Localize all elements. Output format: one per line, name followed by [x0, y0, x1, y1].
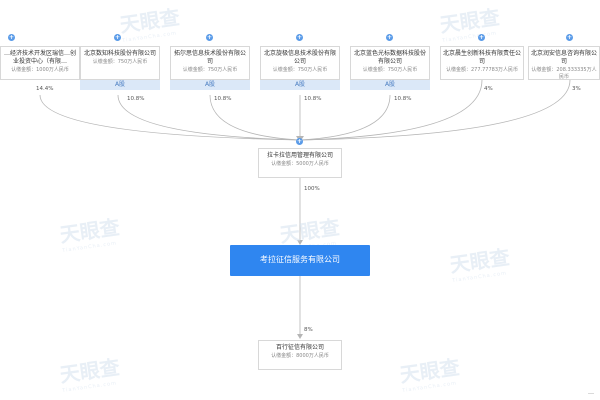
- expand-icon[interactable]: +: [478, 34, 485, 41]
- investee-node[interactable]: 百行征信有限公司认缴金额：8000万人民币: [258, 340, 342, 370]
- expand-icon[interactable]: +: [114, 34, 121, 41]
- share-percentage: 100%: [304, 186, 320, 192]
- share-percentage: 10.8%: [394, 96, 412, 102]
- expand-icon[interactable]: +: [8, 34, 15, 41]
- a-share-badge: A股: [260, 80, 340, 90]
- shareholder-node[interactable]: 北京蓝色光标数据科技股份有限公司认缴金额：750万人民币: [350, 46, 430, 80]
- share-percentage: 8%: [304, 327, 313, 333]
- share-percentage: 10.8%: [214, 96, 232, 102]
- expand-icon[interactable]: +: [566, 34, 573, 41]
- expand-icon[interactable]: +: [296, 138, 303, 145]
- expand-icon[interactable]: +: [206, 34, 213, 41]
- focus-company-node[interactable]: 考拉征信服务有限公司: [230, 245, 370, 276]
- shareholder-node[interactable]: 北京润安信息咨询有限公司认缴金额：208.333335万人民币: [528, 46, 600, 80]
- parent-company-node[interactable]: 拉卡拉信用管理有限公司认缴金额：5000万人民币: [258, 148, 342, 178]
- a-share-badge: A股: [80, 80, 160, 90]
- brand-text: …: [588, 389, 594, 396]
- shareholder-node[interactable]: 北京晨生创新科技有限责任公司认缴金额：277.77783万人民币: [440, 46, 524, 80]
- a-share-badge: A股: [170, 80, 250, 90]
- share-percentage: 14.4%: [36, 86, 54, 92]
- shareholder-node[interactable]: …经济技术开发区瑞信…创业投资中心（有限…认缴金额：1000万人民币: [0, 46, 80, 80]
- share-percentage: 10.8%: [304, 96, 322, 102]
- share-percentage: 10.8%: [127, 96, 145, 102]
- share-percentage: 3%: [572, 86, 581, 92]
- a-share-badge: A股: [350, 80, 430, 90]
- shareholder-node[interactable]: 拓尔思信息技术股份有限公司认缴金额：750万人民币: [170, 46, 250, 80]
- shareholder-node[interactable]: 北京数知科技股份有限公司认缴金额：750万人民币: [80, 46, 160, 80]
- share-percentage: 4%: [484, 86, 493, 92]
- shareholder-node[interactable]: 北京旋极信息技术股份有限公司认缴金额：750万人民币: [260, 46, 340, 80]
- expand-icon[interactable]: +: [386, 34, 393, 41]
- expand-icon[interactable]: +: [296, 34, 303, 41]
